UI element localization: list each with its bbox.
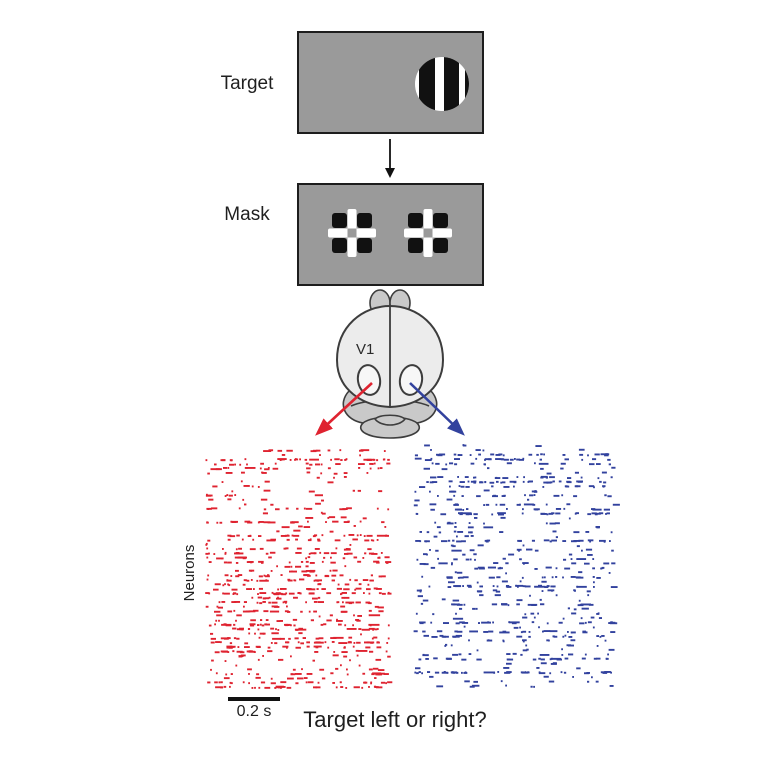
target-grating-icon	[415, 57, 469, 111]
raster-plot-left	[205, 449, 393, 689]
mask-plaid-right-icon	[404, 209, 452, 257]
v1-right-region	[398, 364, 424, 396]
mask-stimulus-panel	[297, 183, 484, 286]
question-text: Target left or right?	[303, 707, 487, 732]
target-label: Target	[220, 73, 274, 94]
flow-arrow-icon	[385, 139, 395, 178]
brain-illustration: V1	[335, 289, 445, 439]
v1-label: V1	[356, 341, 374, 358]
right-pathway-arrow	[409, 382, 465, 436]
mask-label: Mask	[224, 204, 270, 225]
time-scalebar	[228, 697, 280, 701]
scalebar-label: 0.2 s	[236, 703, 272, 720]
mask-plaid-left-icon	[328, 209, 376, 257]
neurons-axis-label: Neurons	[181, 544, 198, 602]
raster-plot-right	[413, 444, 620, 688]
left-pathway-arrow	[315, 382, 373, 436]
pathway-arrows	[315, 382, 465, 436]
target-stimulus-panel	[297, 31, 484, 134]
v1-left-region	[356, 364, 382, 396]
